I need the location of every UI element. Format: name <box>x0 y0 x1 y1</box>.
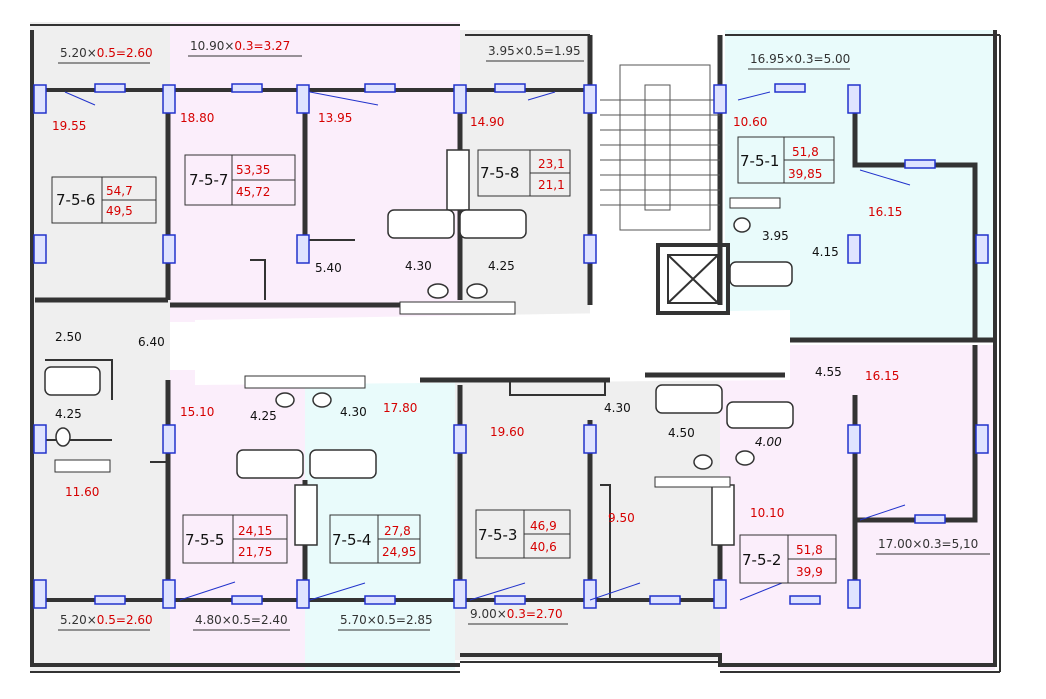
apt-code: 7-5-4 <box>332 531 371 549</box>
apartment-tags: 7-5-6 54,7 49,5 7-5-7 53,35 45,72 7-5-8 … <box>51 136 837 584</box>
apt-living-area: 45,72 <box>236 185 270 199</box>
aux-area: 4.00 <box>755 435 782 449</box>
room-area-labels: 19.55 18.80 13.95 14.90 10.60 16.15 16.1… <box>52 111 902 525</box>
apt-total-area: 27,8 <box>384 524 411 538</box>
apt-living-area: 21,1 <box>538 178 565 192</box>
apt-total-area: 46,9 <box>530 519 557 533</box>
balcony-label-underlines <box>58 55 990 631</box>
balcony-label-6: 4.80×0.5=2.40 <box>195 613 288 627</box>
apt-total-area: 53,35 <box>236 163 270 177</box>
apt-tag-7-5-4: 7-5-4 27,8 24,95 <box>329 514 421 564</box>
balcony-rails <box>30 24 1001 673</box>
zone-apt-7-5-5 <box>170 370 305 670</box>
balcony-area-labels: 5.20×0.5=2.60 10.90×0.3=3.27 3.95×0.5=1.… <box>60 39 978 627</box>
apt-total-area: 23,1 <box>538 157 565 171</box>
room-area: 19.55 <box>52 119 86 133</box>
balcony-label-3: 3.95×0.5=1.95 <box>488 44 581 58</box>
balcony-label-9: 17.00×0.3=5,10 <box>878 537 978 551</box>
aux-area: 6.40 <box>138 335 165 349</box>
balcony-label-7: 5.70×0.5=2.85 <box>340 613 433 627</box>
balcony-label-4: 16.95×0.3=5.00 <box>750 52 850 66</box>
apt-code: 7-5-5 <box>185 531 224 549</box>
room-area: 16.15 <box>868 205 902 219</box>
apt-living-area: 39,9 <box>796 565 823 579</box>
apt-living-area: 21,75 <box>238 545 272 559</box>
aux-area: 2.50 <box>55 330 82 344</box>
room-area: 15.10 <box>180 405 214 419</box>
room-area: 18.80 <box>180 111 214 125</box>
aux-area-labels: 5.40 4.30 4.25 3.95 4.15 2.50 6.40 4.25 … <box>55 229 842 449</box>
balcony-label-5: 5.20×0.5=2.60 <box>60 613 153 627</box>
zone-apt-7-5-7 <box>170 22 460 322</box>
aux-area: 4.25 <box>55 407 82 421</box>
apt-tag-7-5-8: 7-5-8 23,1 21,1 <box>477 149 571 197</box>
aux-area: 4.30 <box>405 259 432 273</box>
aux-area: 4.50 <box>668 426 695 440</box>
balcony-label-8: 9.00×0.3=2.70 <box>470 607 563 621</box>
elevator-shaft <box>656 243 730 315</box>
apt-code: 7-5-8 <box>480 164 519 182</box>
apt-code: 7-5-2 <box>742 551 781 569</box>
stair-flight <box>600 64 720 231</box>
room-area: 16.15 <box>865 369 899 383</box>
room-area: 13.95 <box>318 111 352 125</box>
bathtubs <box>44 209 794 479</box>
room-area: 17.80 <box>383 401 417 415</box>
room-area: 10.10 <box>750 506 784 520</box>
zone-apt-7-5-1 <box>725 30 995 340</box>
apt-total-area: 51,8 <box>796 543 823 557</box>
apt-tag-7-5-3: 7-5-3 46,9 40,6 <box>475 509 571 559</box>
apt-tag-7-5-5: 7-5-5 24,15 21,75 <box>182 514 288 564</box>
aux-area: 4.25 <box>250 409 277 423</box>
aux-area: 5.40 <box>315 261 342 275</box>
apt-living-area: 40,6 <box>530 540 557 554</box>
apt-code: 7-5-7 <box>189 171 228 189</box>
room-area: 9.50 <box>608 511 635 525</box>
apt-living-area: 24,95 <box>382 545 416 559</box>
apt-code: 7-5-6 <box>56 191 95 209</box>
apt-living-area: 39,85 <box>788 167 822 181</box>
balcony-label-2: 10.90×0.3=3.27 <box>190 39 290 53</box>
windows <box>33 83 989 609</box>
balcony-label-1: 5.20×0.5=2.60 <box>60 46 153 60</box>
vent-ducts <box>294 149 735 546</box>
apt-tag-7-5-1: 7-5-1 51,8 39,85 <box>737 136 835 184</box>
room-area: 11.60 <box>65 485 99 499</box>
aux-area: 4.15 <box>812 245 839 259</box>
apt-living-area: 49,5 <box>106 204 133 218</box>
fixture-strips <box>54 197 781 488</box>
apt-total-area: 24,15 <box>238 524 272 538</box>
aux-area: 4.30 <box>604 401 631 415</box>
apt-code: 7-5-1 <box>740 152 779 170</box>
door-swings <box>64 91 911 601</box>
room-area: 10.60 <box>733 115 767 129</box>
apt-total-area: 51,8 <box>792 145 819 159</box>
zone-left-lower <box>30 370 170 670</box>
apt-tag-7-5-6: 7-5-6 54,7 49,5 <box>51 176 157 224</box>
toilets <box>55 217 755 470</box>
apt-tag-7-5-7: 7-5-7 53,35 45,72 <box>184 154 296 206</box>
zone-corridor <box>195 310 790 385</box>
apt-tag-7-5-2: 7-5-2 51,8 39,9 <box>739 534 837 584</box>
aux-area: 3.95 <box>762 229 789 243</box>
apt-code: 7-5-3 <box>478 526 517 544</box>
aux-area: 4.30 <box>340 405 367 419</box>
room-area: 14.90 <box>470 115 504 129</box>
zone-apt-7-5-8 <box>460 30 590 320</box>
apt-total-area: 54,7 <box>106 184 133 198</box>
aux-area: 4.25 <box>488 259 515 273</box>
room-area: 19.60 <box>490 425 524 439</box>
aux-area: 4.55 <box>815 365 842 379</box>
